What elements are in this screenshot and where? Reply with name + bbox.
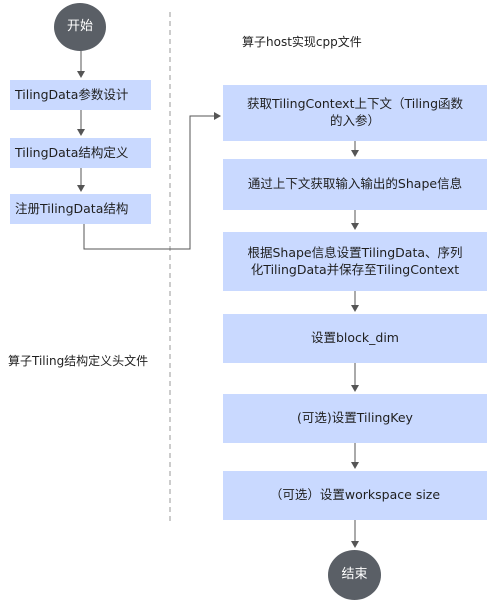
tilingdata-param-design-box: TilingData参数设计 (10, 80, 151, 110)
set-tilingdata-line2: 化TilingData并保存至TilingContext (250, 261, 460, 277)
tilingdata-struct-define-box: TilingData结构定义 (10, 138, 151, 168)
register-tilingdata-box: 注册TilingData结构 (10, 194, 151, 224)
header-section-label: 算子Tiling结构定义头文件 (8, 354, 149, 368)
get-tiling-context-line1: 获取TilingContext上下文（Tiling函数 (246, 96, 464, 112)
get-tiling-context-line2: 的入参） (329, 113, 380, 128)
start-node: 开始 (54, 3, 106, 51)
set-tilingkey-box: (可选)设置TilingKey (223, 394, 487, 443)
arrow-left-to-right (83, 112, 221, 250)
get-shape-info-box: 通过上下文获取输入输出的Shape信息 (223, 159, 487, 210)
cpp-section-label: 算子host实现cpp文件 (242, 35, 362, 49)
set-workspace-size-box: （可选）设置workspace size (223, 471, 487, 520)
set-tilingdata-box: 根据Shape信息设置TilingData、序列 化TilingData并保存至… (223, 232, 487, 291)
set-tilingdata-line1: 根据Shape信息设置TilingData、序列 (247, 244, 463, 260)
set-block-dim-box: 设置block_dim (223, 314, 487, 363)
get-tiling-context-box: 获取TilingContext上下文（Tiling函数 的入参） (223, 85, 487, 141)
end-node: 结束 (328, 550, 381, 600)
